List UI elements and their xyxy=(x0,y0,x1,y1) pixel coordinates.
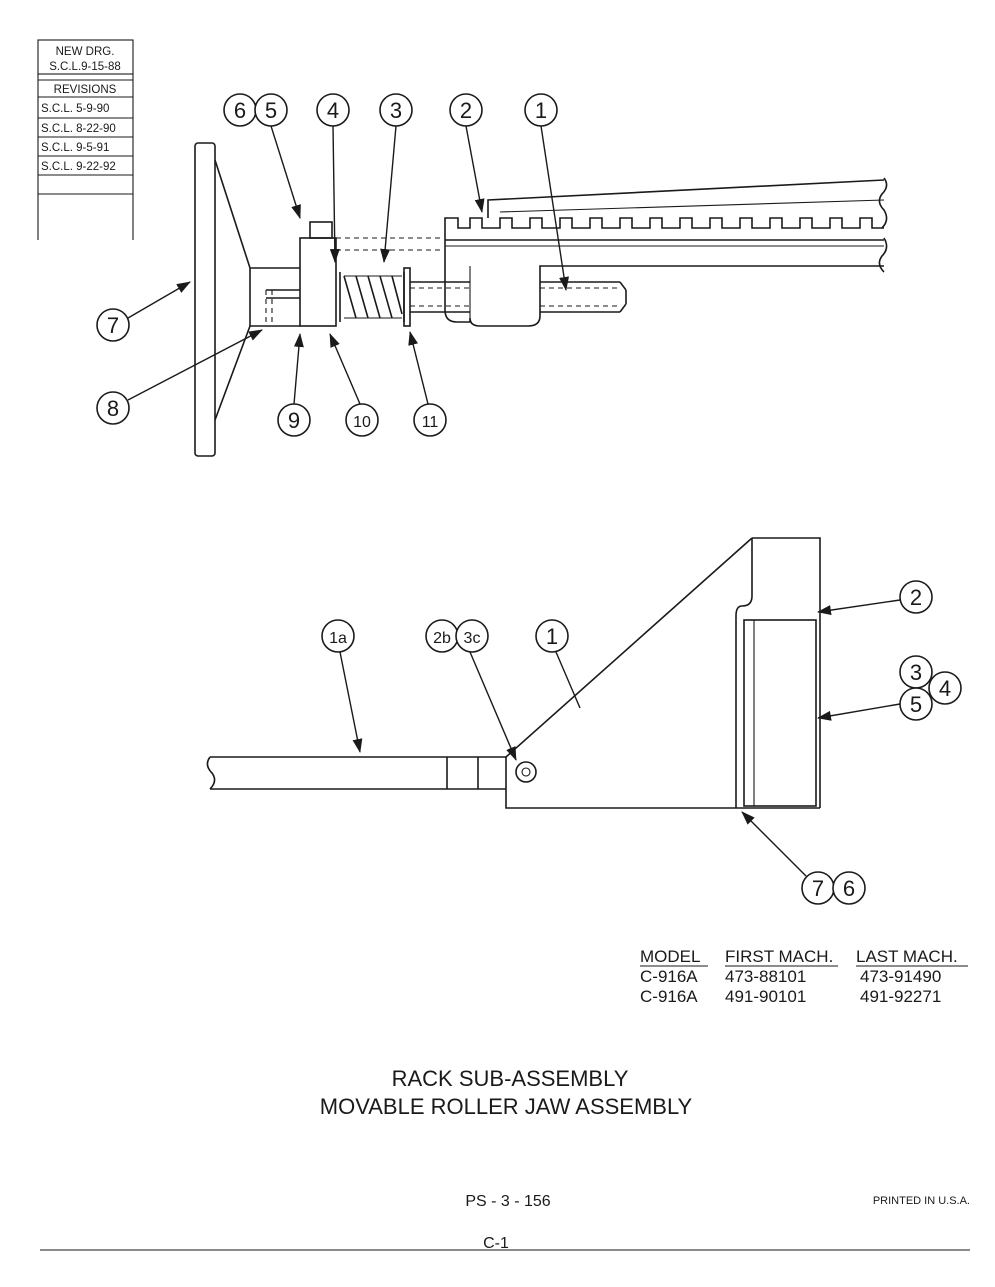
callout-5: 5 xyxy=(899,687,933,721)
svg-text:4: 4 xyxy=(939,676,951,701)
svg-text:6: 6 xyxy=(843,876,855,901)
roller xyxy=(743,619,817,807)
table-header-last-mach: LAST MACH. xyxy=(856,947,958,966)
callout-8: 8 xyxy=(96,391,130,425)
revision-entry: S.C.L. 5-9-90 xyxy=(41,103,109,115)
jaw-body xyxy=(505,757,820,809)
table-cell: C-916A xyxy=(640,967,698,986)
svg-text:1: 1 xyxy=(535,98,547,123)
spring xyxy=(339,272,405,322)
table-cell: 491-92271 xyxy=(860,987,941,1006)
svg-text:1: 1 xyxy=(546,624,558,649)
callout-5: 5 xyxy=(254,93,288,127)
revision-box-header xyxy=(37,39,134,75)
svg-text:2: 2 xyxy=(910,585,922,610)
top-callouts: 6 5 4 3 2 1 7 8 9 10 11 xyxy=(96,93,569,437)
svg-text:3: 3 xyxy=(390,98,402,123)
callout-4: 4 xyxy=(316,93,350,127)
rack-body xyxy=(444,228,884,327)
title-line-1: RACK SUB-ASSEMBLY xyxy=(392,1066,629,1091)
revision-box: NEW DRG. S.C.L.9-15-88 REVISIONS S.C.L. … xyxy=(37,39,134,240)
svg-text:3c: 3c xyxy=(464,630,481,647)
section-code: C-1 xyxy=(483,1235,509,1252)
svg-text:11: 11 xyxy=(422,414,439,431)
callout-2b: 2b xyxy=(425,619,459,653)
svg-text:6: 6 xyxy=(234,98,246,123)
table-cell: 491-90101 xyxy=(725,987,806,1006)
page-code: PS - 3 - 156 xyxy=(465,1193,550,1210)
movable-roller-jaw-view xyxy=(206,537,821,809)
callout-7: 7 xyxy=(801,871,835,905)
revision-entry: S.C.L. 9-22-92 xyxy=(41,161,116,173)
table-header-first-mach: FIRST MACH. xyxy=(725,947,833,966)
retaining-pin xyxy=(515,761,537,783)
washer xyxy=(403,267,411,327)
callout-3c: 3c xyxy=(455,619,489,653)
svg-text:10: 10 xyxy=(353,414,371,431)
upper-rail xyxy=(487,179,885,218)
svg-text:7: 7 xyxy=(107,313,119,338)
callout-11: 11 xyxy=(413,403,447,437)
table-cell: 473-91490 xyxy=(860,967,941,986)
svg-text:2: 2 xyxy=(460,98,472,123)
new-drg-label: NEW DRG. xyxy=(56,46,115,58)
callout-3: 3 xyxy=(379,93,413,127)
rack-teeth xyxy=(444,217,884,229)
callout-2: 2 xyxy=(899,580,933,614)
callout-4: 4 xyxy=(928,671,962,705)
revision-entry: S.C.L. 8-22-90 xyxy=(41,123,116,135)
callout-2: 2 xyxy=(449,93,483,127)
revision-entry: S.C.L. 9-5-91 xyxy=(41,142,109,154)
svg-text:7: 7 xyxy=(812,876,824,901)
set-screw xyxy=(309,221,333,239)
table-cell: 473-88101 xyxy=(725,967,806,986)
callout-9: 9 xyxy=(277,403,311,437)
svg-text:5: 5 xyxy=(910,692,922,717)
callout-7: 7 xyxy=(96,308,130,342)
new-drg-date: S.C.L.9-15-88 xyxy=(49,61,121,73)
table-cell: C-916A xyxy=(640,987,698,1006)
handwheel-plate xyxy=(194,142,216,457)
svg-text:8: 8 xyxy=(107,396,119,421)
svg-text:4: 4 xyxy=(327,98,339,123)
collar-block xyxy=(299,237,337,327)
callout-3: 3 xyxy=(899,655,933,689)
svg-text:5: 5 xyxy=(265,98,277,123)
printed-in-usa: PRINTED IN U.S.A. xyxy=(873,1195,970,1207)
callout-6: 6 xyxy=(223,93,257,127)
title-line-2: MOVABLE ROLLER JAW ASSEMBLY xyxy=(320,1094,693,1119)
revisions-label: REVISIONS xyxy=(54,84,117,96)
svg-text:1a: 1a xyxy=(329,630,347,647)
svg-text:3: 3 xyxy=(910,660,922,685)
callout-1: 1 xyxy=(524,93,558,127)
callout-1: 1 xyxy=(535,619,569,653)
model-table: MODEL FIRST MACH. LAST MACH. C-916A 473-… xyxy=(640,947,968,1006)
callout-6: 6 xyxy=(832,871,866,905)
svg-text:9: 9 xyxy=(288,408,300,433)
table-header-model: MODEL xyxy=(640,947,700,966)
callout-10: 10 xyxy=(345,403,379,437)
bottom-callouts: 1a 2b 3c 1 2 3 4 5 7 6 xyxy=(321,580,962,905)
rack-sub-assembly-view xyxy=(194,142,888,457)
svg-text:2b: 2b xyxy=(433,630,451,647)
callout-1a: 1a xyxy=(321,619,355,653)
